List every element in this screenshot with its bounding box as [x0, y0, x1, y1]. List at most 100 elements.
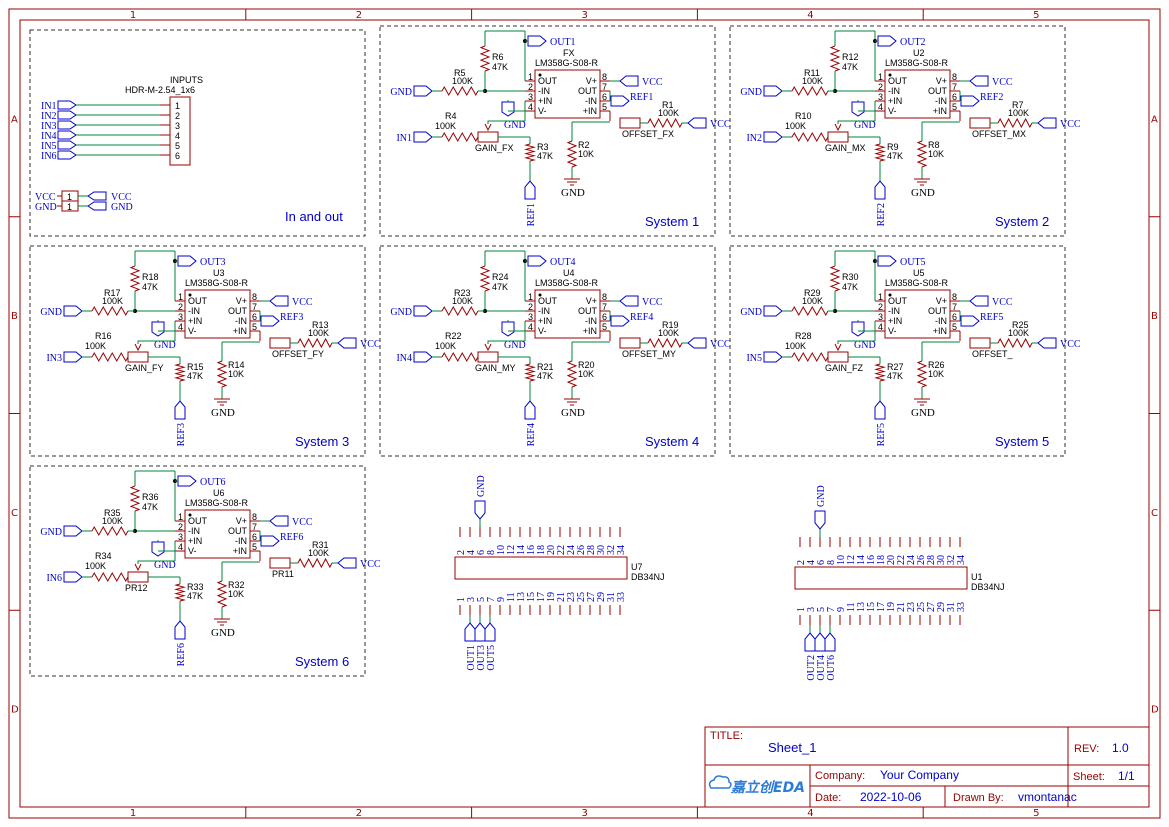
ref-flag-right[interactable] — [960, 95, 980, 107]
input-flag[interactable]: IN3 — [46, 351, 83, 364]
out-flag-flag[interactable] — [177, 475, 197, 487]
input-flag[interactable] — [57, 150, 77, 160]
input-flag[interactable] — [57, 110, 77, 120]
offset-pot[interactable] — [619, 337, 641, 349]
gnd-flag-flag[interactable] — [763, 85, 783, 97]
gnd-flag[interactable]: GND — [390, 305, 433, 318]
out-flag[interactable]: OUT5 — [877, 255, 926, 268]
ref-flag-right[interactable] — [260, 315, 280, 327]
input-flag[interactable]: IN4 — [396, 351, 433, 364]
vplus-vcc-flag[interactable] — [969, 295, 989, 307]
opamp-body[interactable] — [184, 509, 251, 559]
vplus-vcc-flag[interactable] — [619, 295, 639, 307]
vminus-gnd-flag[interactable] — [501, 321, 515, 337]
gnd-flag-flag[interactable] — [413, 85, 433, 97]
vminus-gnd-flag[interactable] — [851, 101, 865, 117]
gnd-flag[interactable]: GND — [740, 305, 783, 318]
ref-flag-bottom-flag[interactable] — [524, 400, 536, 420]
opamp-body[interactable] — [884, 289, 951, 339]
out-flag-flag[interactable] — [527, 35, 547, 47]
gain-pot[interactable] — [127, 351, 149, 363]
connector-out-flag[interactable]: OUT6 — [824, 632, 837, 681]
gain-pot[interactable] — [477, 131, 499, 143]
power-flag[interactable] — [87, 191, 107, 201]
connector-out-flag[interactable]: OUT1 — [464, 622, 477, 671]
out-flag-flag[interactable] — [527, 255, 547, 267]
vplus-vcc-flag[interactable] — [269, 515, 289, 527]
gain-pot[interactable] — [827, 351, 849, 363]
connector-out-flag-flag[interactable] — [814, 632, 826, 652]
connector-out-flag-flag[interactable] — [804, 632, 816, 652]
gnd-flag-flag[interactable] — [413, 305, 433, 317]
gnd-flag[interactable]: GND — [40, 525, 83, 538]
offset-pot[interactable] — [969, 337, 991, 349]
input-flag[interactable] — [57, 100, 77, 110]
connector-out-flag[interactable]: OUT4 — [814, 632, 827, 681]
ref-flag-bottom-flag[interactable] — [174, 400, 186, 420]
ref-flag-bottom[interactable]: REF5 — [874, 400, 887, 446]
gnd-flag[interactable]: GND — [40, 305, 83, 318]
ref-flag-bottom[interactable]: REF2 — [874, 180, 887, 226]
connector-out-flag-flag[interactable] — [474, 622, 486, 642]
out-flag-flag[interactable] — [177, 255, 197, 267]
gnd-flag-flag[interactable] — [63, 305, 83, 317]
input-flag-flag[interactable] — [763, 131, 783, 143]
out-flag[interactable]: OUT1 — [527, 35, 576, 48]
power-flag[interactable] — [87, 201, 107, 211]
vcc-flag[interactable] — [337, 557, 357, 569]
vplus-vcc-flag[interactable] — [269, 295, 289, 307]
vcc-flag[interactable] — [1037, 117, 1057, 129]
gain-pot[interactable] — [477, 351, 499, 363]
input-flag-flag[interactable] — [763, 351, 783, 363]
ref-flag-bottom-flag[interactable] — [874, 180, 886, 200]
connector-gnd-flag[interactable]: GND — [474, 475, 487, 520]
connector-out-flag-flag[interactable] — [484, 622, 496, 642]
input-flag[interactable] — [57, 140, 77, 150]
input-flag[interactable]: IN5 — [746, 351, 783, 364]
opamp-body[interactable] — [184, 289, 251, 339]
out-flag-flag[interactable] — [877, 35, 897, 47]
offset-pot[interactable] — [619, 117, 641, 129]
input-flag[interactable] — [57, 130, 77, 140]
ref-flag-bottom-flag[interactable] — [524, 180, 536, 200]
input-flag-flag[interactable] — [63, 571, 83, 583]
opamp-body[interactable] — [884, 69, 951, 119]
out-flag[interactable]: OUT2 — [877, 35, 926, 48]
gain-pot[interactable] — [127, 571, 149, 583]
ref-flag-right[interactable] — [610, 315, 630, 327]
ref-flag-bottom[interactable]: REF4 — [524, 400, 537, 446]
connector-out-flag-flag[interactable] — [464, 622, 476, 642]
vcc-flag[interactable] — [687, 337, 707, 349]
gnd-flag-flag[interactable] — [63, 525, 83, 537]
out-flag-flag[interactable] — [877, 255, 897, 267]
ref-flag-bottom-flag[interactable] — [174, 620, 186, 640]
input-flag[interactable] — [57, 120, 77, 130]
out-flag[interactable]: OUT4 — [527, 255, 576, 268]
connector-out-flag[interactable]: OUT2 — [804, 632, 817, 681]
out-flag[interactable]: OUT3 — [177, 255, 226, 268]
ref-flag-bottom-flag[interactable] — [874, 400, 886, 420]
gnd-flag-flag[interactable] — [763, 305, 783, 317]
input-flag[interactable]: IN6 — [46, 571, 83, 584]
input-flag-flag[interactable] — [413, 131, 433, 143]
vcc-flag[interactable] — [337, 337, 357, 349]
out-flag[interactable]: OUT6 — [177, 475, 226, 488]
vminus-gnd-flag[interactable] — [151, 541, 165, 557]
offset-pot[interactable] — [269, 337, 291, 349]
vminus-gnd-flag[interactable] — [151, 321, 165, 337]
vcc-flag[interactable] — [687, 117, 707, 129]
ref-flag-right[interactable] — [610, 95, 630, 107]
offset-pot[interactable] — [269, 557, 291, 569]
connector-gnd-flag-flag[interactable] — [814, 510, 826, 530]
